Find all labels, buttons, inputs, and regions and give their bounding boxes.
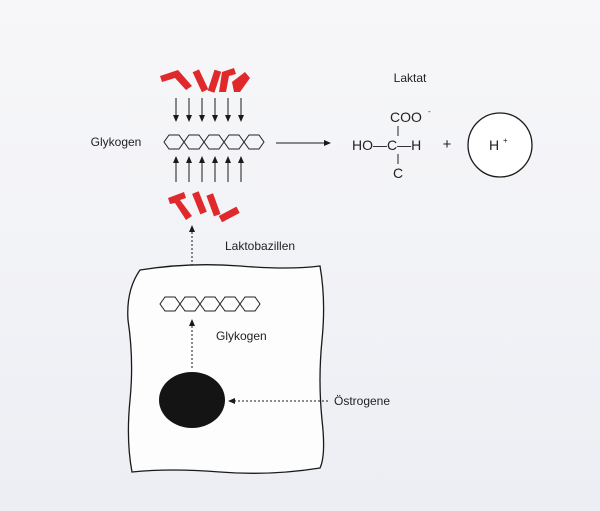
bacterium (218, 206, 240, 223)
laktat-molecule: Laktat COO - HO—C—H C + (352, 71, 452, 181)
c-bottom: C (393, 165, 403, 181)
bacterium (168, 192, 192, 220)
bacterium (192, 191, 207, 215)
h-label: H (489, 137, 499, 153)
cell-membrane (127, 264, 325, 474)
arrows-down (173, 98, 244, 122)
ho-c-h: HO—C—H (352, 137, 421, 153)
laktat-title: Laktat (394, 71, 427, 85)
proton-circle (467, 112, 533, 178)
bacterium (219, 68, 236, 92)
bacterium (192, 69, 209, 93)
glucose-ring (163, 134, 185, 150)
oestrogene-label: Östrogene (334, 394, 390, 408)
glycogen-chain-cell (159, 296, 261, 312)
glucose-ring (239, 296, 261, 312)
glucose-ring (183, 134, 205, 150)
nucleus (159, 372, 225, 428)
laktobazillen-label: Laktobazillen (225, 239, 295, 253)
glucose-ring (223, 134, 245, 150)
bacterium (207, 69, 222, 93)
plus-sign: + (443, 136, 452, 153)
glycogen-top-label: Glykogen (91, 135, 142, 149)
bacterium (160, 70, 192, 90)
proton: H + (467, 112, 533, 178)
glucose-ring (203, 134, 225, 150)
glucose-ring (243, 134, 265, 150)
bacterium (206, 193, 221, 217)
h-charge: + (503, 136, 508, 145)
bacteria-top (160, 68, 250, 93)
glycogen-cell-label: Glykogen (216, 329, 267, 343)
coo-group: COO (390, 109, 422, 125)
coo-charge: - (428, 107, 431, 116)
bacterium (232, 72, 250, 92)
glycogen-chain-top (163, 134, 265, 150)
arrows-up (173, 156, 244, 182)
bacteria-lower (168, 191, 240, 223)
